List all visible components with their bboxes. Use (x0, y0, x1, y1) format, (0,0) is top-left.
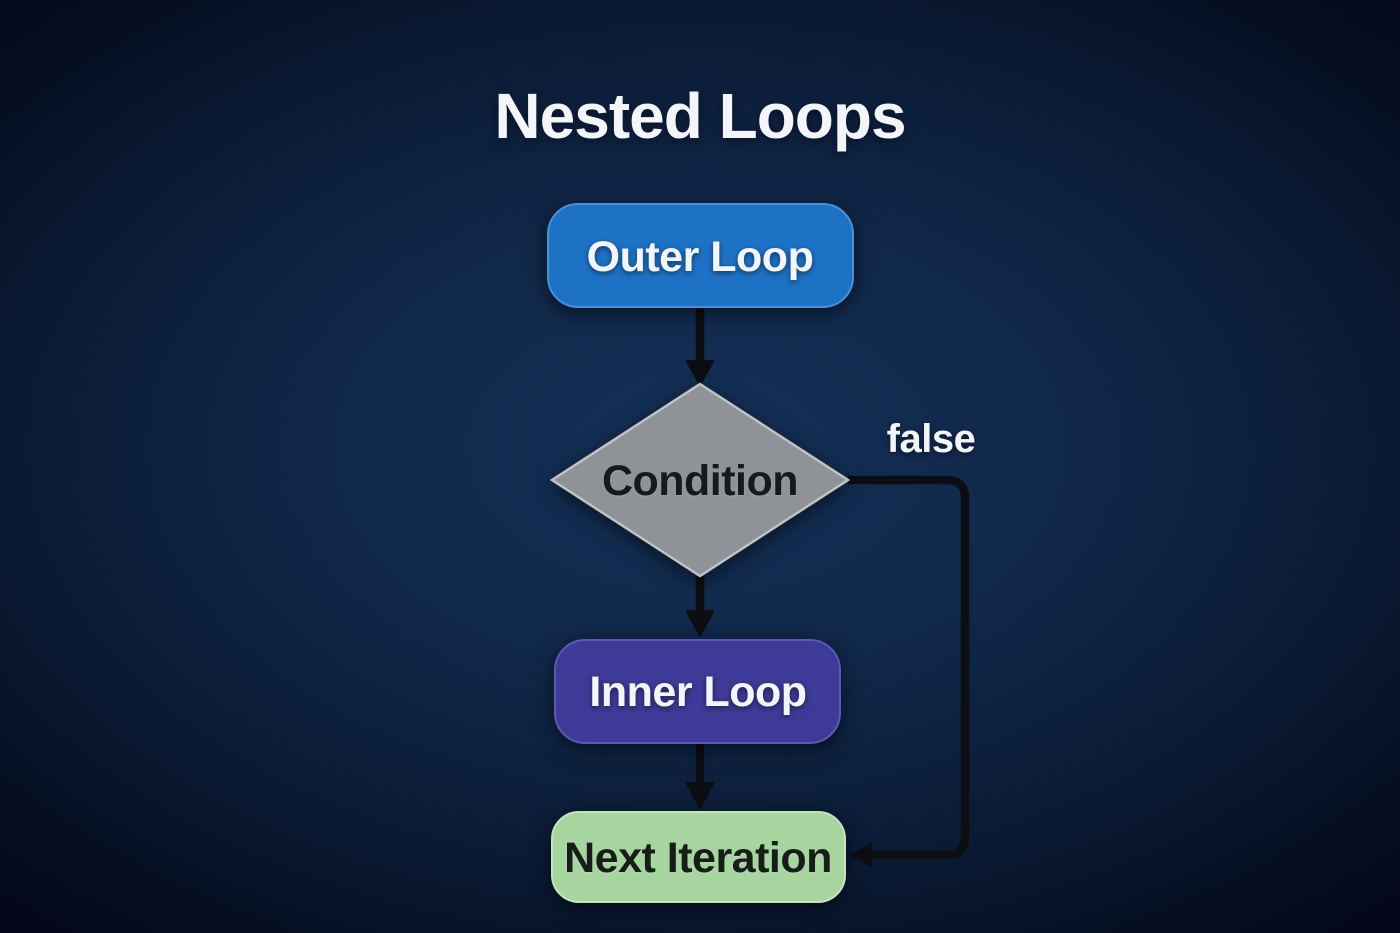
edge-outer-to-condition (685, 307, 715, 387)
node-condition-label: Condition (602, 457, 798, 505)
edge-line (848, 475, 970, 860)
node-next-iteration: Next Iteration (551, 811, 846, 903)
edge-condition-false-to-next: false (848, 417, 976, 867)
node-inner-loop-label: Inner Loop (589, 668, 806, 716)
arrowhead-left-icon (848, 843, 872, 867)
node-condition: Condition (549, 382, 851, 578)
node-condition-shape (549, 382, 851, 578)
node-outer-loop-shape (547, 203, 854, 308)
edge-condition-to-inner (685, 576, 715, 638)
arrowhead-down-icon (685, 782, 715, 810)
node-next-iteration-shape (551, 811, 846, 903)
edge-inner-to-next (685, 742, 715, 810)
node-inner-loop: Inner Loop (554, 639, 841, 744)
page-title: Nested Loops (494, 80, 905, 152)
node-inner-loop-shape (554, 639, 841, 744)
arrowhead-down-icon (685, 610, 715, 638)
edge-label-false: false (887, 417, 976, 461)
node-next-iteration-label: Next Iteration (564, 834, 832, 882)
arrowhead-down-icon (685, 360, 715, 387)
node-outer-loop: Outer Loop (547, 203, 854, 308)
node-outer-loop-label: Outer Loop (587, 233, 814, 281)
